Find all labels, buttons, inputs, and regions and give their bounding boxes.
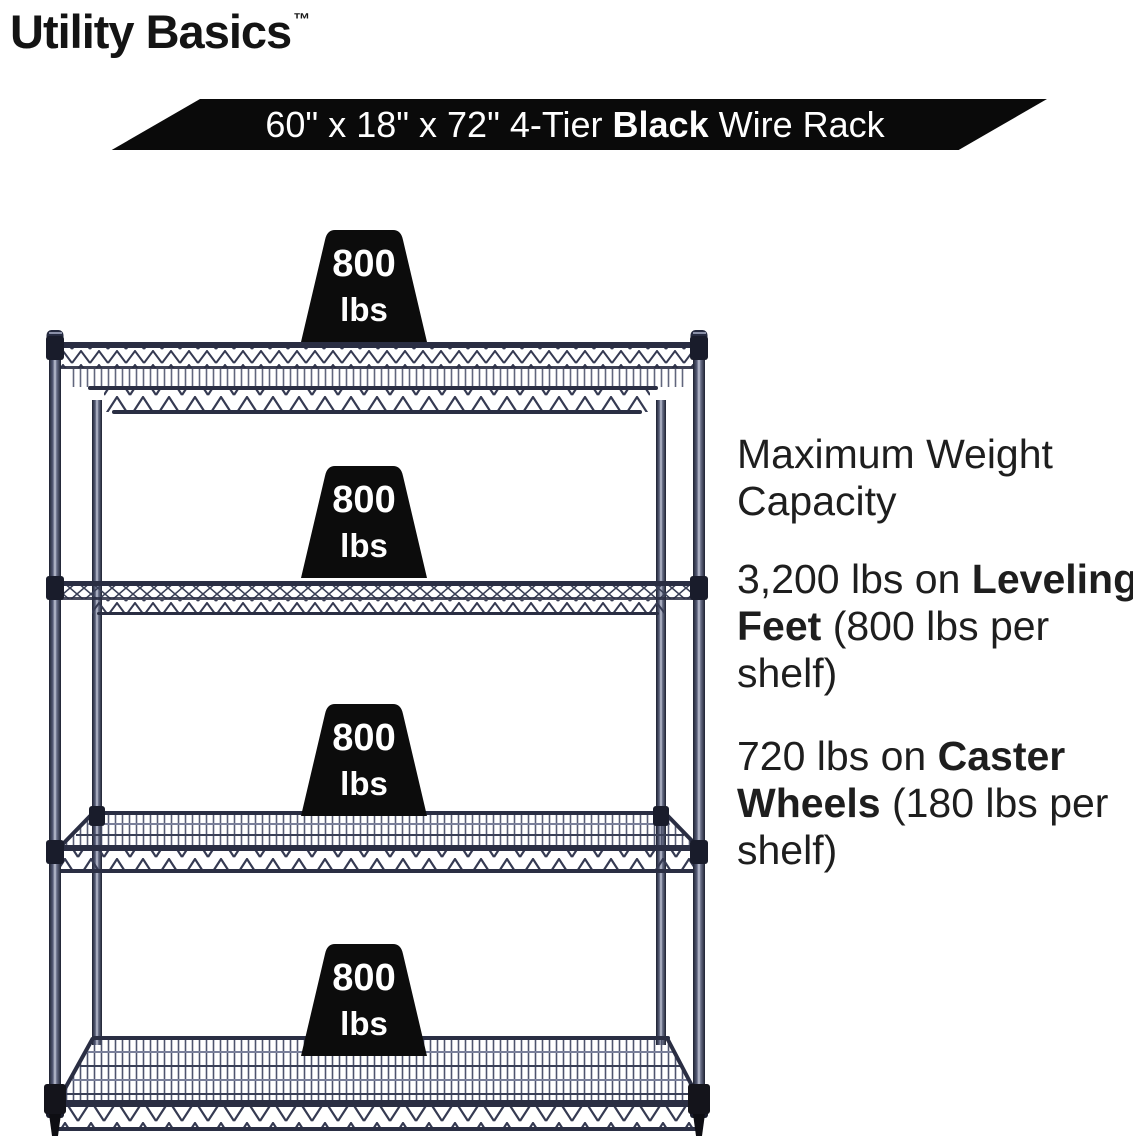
weight-unit: lbs <box>340 1005 388 1042</box>
rack-post-front-left <box>46 330 64 1090</box>
weight-shape <box>301 944 427 1056</box>
p2-pre: 720 lbs on <box>737 733 938 779</box>
p1-bold: Leveling Feet <box>737 556 1133 649</box>
weight-value: 800 <box>332 717 396 759</box>
rack-shelf-3 <box>56 811 702 873</box>
weight-value: 800 <box>332 479 396 521</box>
rack-post-back-right <box>656 400 666 1045</box>
weight-shape <box>301 230 427 342</box>
banner-title: 60" x 18" x 72" 4-Tier Black Wire Rack <box>150 99 1000 150</box>
title-text: Maximum Weight Capacity <box>737 431 1053 524</box>
banner-text-post: Wire Rack <box>708 104 885 145</box>
leveling-feet-capacity-text: 3,200 lbs on Leveling Feet (800 lbs per … <box>737 556 1133 697</box>
p1-pre: 3,200 lbs on <box>737 556 972 602</box>
weight-shape <box>301 704 427 816</box>
weight-marker-shelf-1: 800 lbs <box>300 228 428 342</box>
weight-value: 800 <box>332 243 396 285</box>
rack-shelf-1 <box>50 342 704 414</box>
weight-unit: lbs <box>340 291 388 328</box>
banner-text-pre: 60" x 18" x 72" 4-Tier <box>265 104 613 145</box>
rack-shelf-2 <box>50 581 704 615</box>
p2-post: (180 lbs per shelf) <box>737 780 1109 873</box>
rack-leveling-foot-left <box>44 1084 66 1136</box>
p1-post: (800 lbs per shelf) <box>737 603 1050 696</box>
rack-shelf-4 <box>54 1036 704 1131</box>
weight-shape <box>301 466 427 578</box>
weight-marker-shelf-2: 800 lbs <box>300 464 428 578</box>
rack-post-back-left <box>92 400 102 1045</box>
weight-marker-shelf-4: 800 lbs <box>300 942 428 1056</box>
caster-wheels-capacity-text: 720 lbs on Caster Wheels (180 lbs per sh… <box>737 733 1133 874</box>
weight-unit: lbs <box>340 765 388 802</box>
rack-leveling-foot-right <box>688 1084 710 1136</box>
p2-bold: Caster Wheels <box>737 733 1066 826</box>
brand-name: Utility Basics <box>10 5 292 58</box>
trademark-symbol: ™ <box>293 10 311 30</box>
weight-value: 800 <box>332 957 396 999</box>
rack-post-front-right <box>690 330 708 1090</box>
weight-unit: lbs <box>340 527 388 564</box>
weight-marker-shelf-3: 800 lbs <box>300 702 428 816</box>
max-weight-capacity-title: Maximum Weight Capacity <box>737 431 1133 525</box>
banner-text-bold: Black <box>612 104 709 145</box>
